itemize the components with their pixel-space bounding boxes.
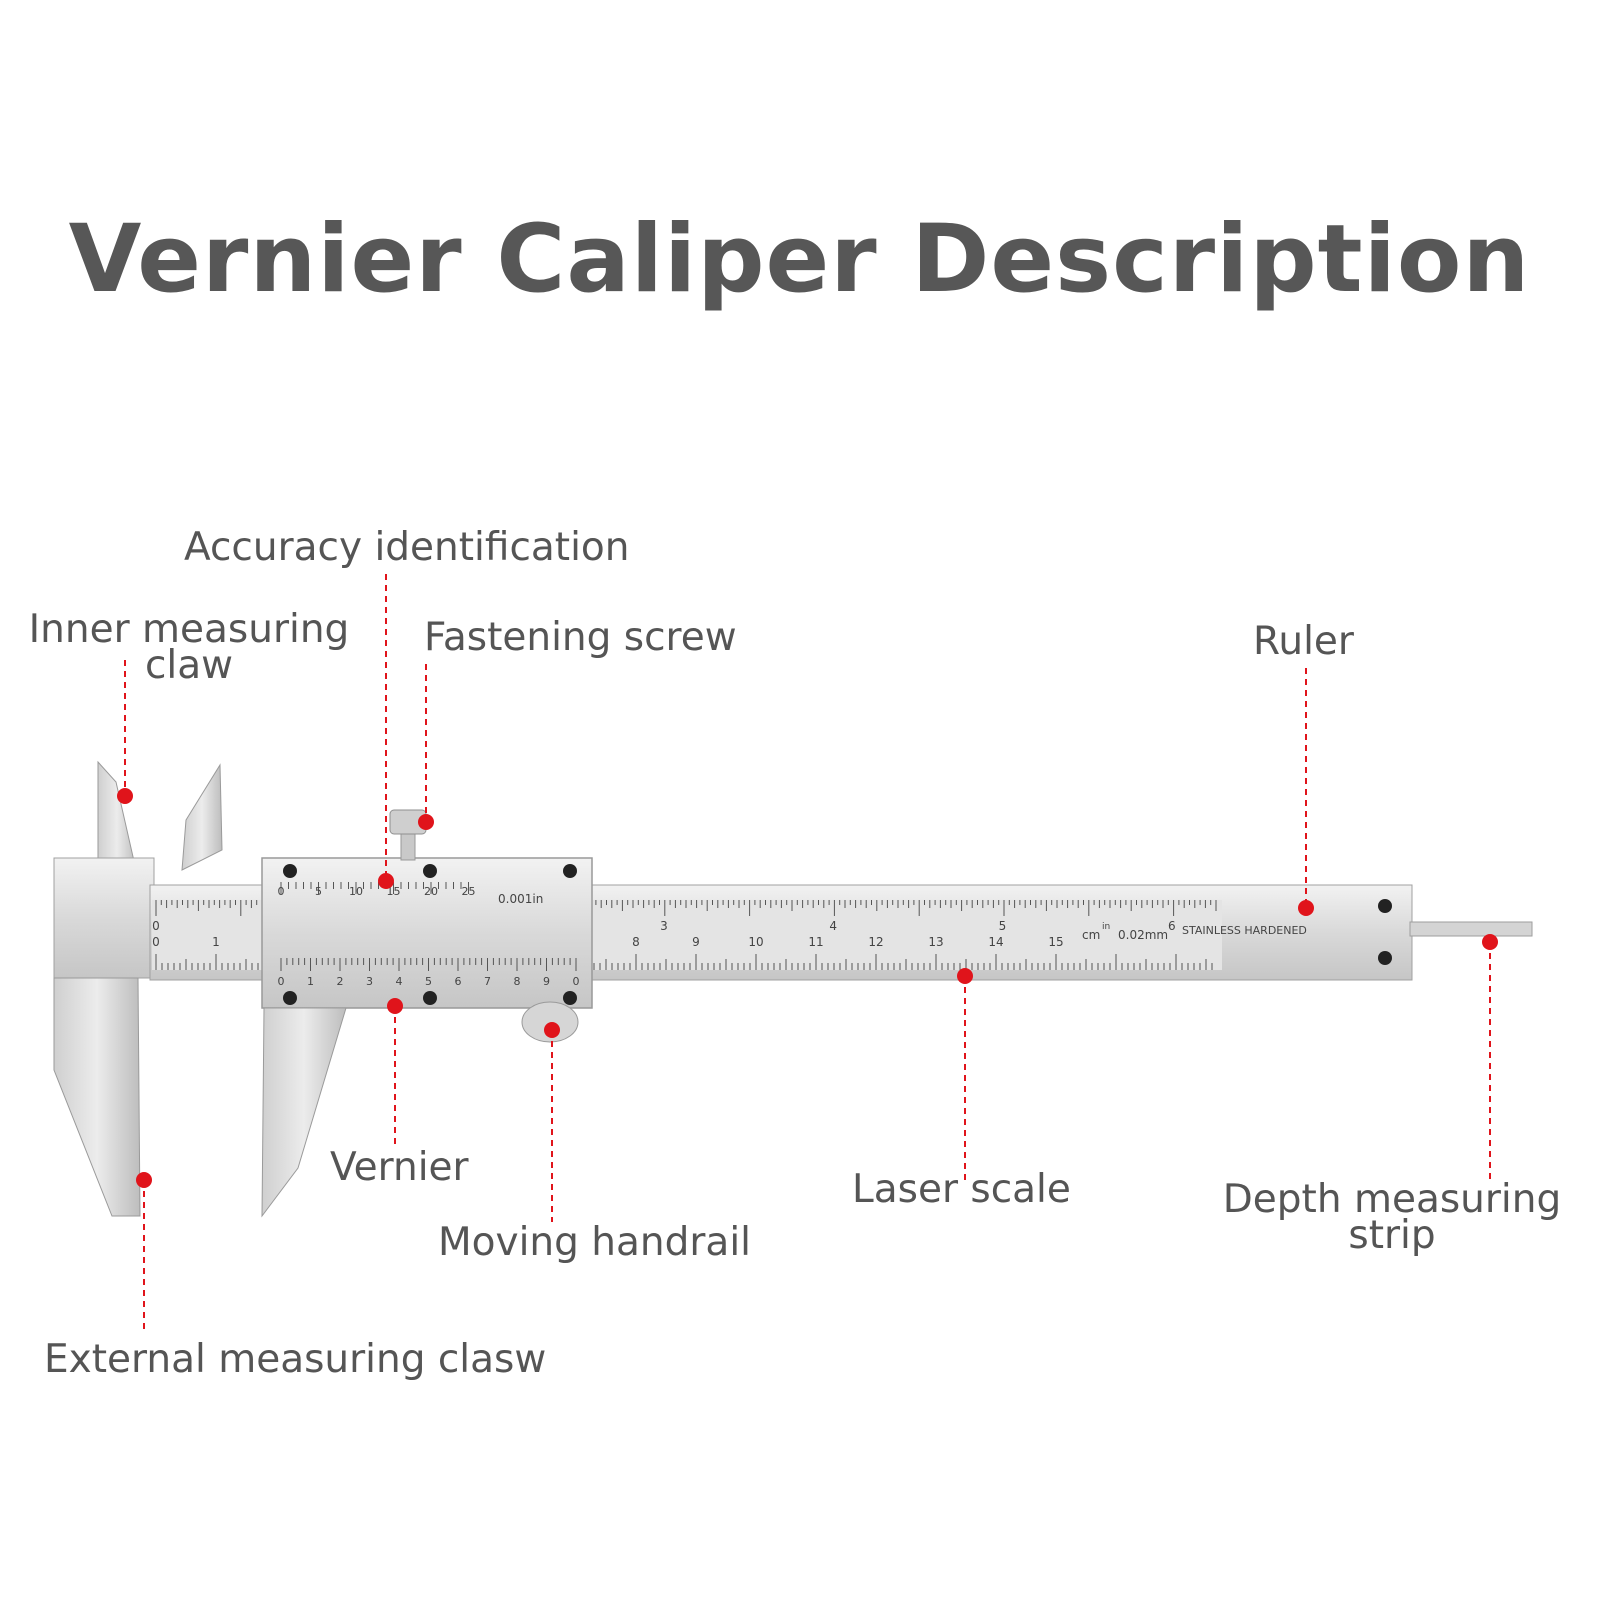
marker-fastening — [418, 814, 434, 830]
cm-number: 9 — [692, 935, 700, 949]
vernier-top-number: 25 — [462, 885, 476, 898]
vernier-top-number: 5 — [315, 885, 322, 898]
inch-number: 0 — [152, 919, 160, 933]
inner-moving-claw — [181, 763, 223, 871]
label-fastening-screw: Fastening screw — [424, 615, 737, 660]
vernier-bottom-number: 6 — [455, 975, 462, 988]
inner-fixed-claw — [97, 760, 137, 871]
marker-external — [136, 1172, 152, 1188]
label-moving-handrail: Moving handrail — [438, 1220, 751, 1265]
vernier-ticks: 0 5 10 15 20 25 0 1 2 3 4 5 6 7 8 9 0 — [278, 882, 580, 988]
label-inner-line1: Inner measuring — [28, 607, 350, 652]
page-title: Vernier Caliper Description — [68, 205, 1531, 314]
marker-depth — [1482, 934, 1498, 950]
inch-unit-mark: in — [1102, 922, 1110, 932]
vernier-top-number: 0 — [278, 885, 285, 898]
rivet — [423, 991, 437, 1005]
label-depth-measuring-strip: Depth measuring strip — [1218, 1177, 1566, 1258]
rivet — [283, 991, 297, 1005]
marker-inner — [117, 788, 133, 804]
label-depth-line1: Depth measuring — [1222, 1177, 1562, 1222]
external-fixed-jaw — [53, 977, 141, 1217]
cm-number: 8 — [632, 935, 640, 949]
vernier-slider — [261, 857, 593, 1009]
marker-handrail — [544, 1022, 560, 1038]
vernier-bottom-number: 1 — [307, 975, 314, 988]
cm-unit-mark: cm — [1082, 928, 1100, 942]
label-laser-scale: Laser scale — [852, 1167, 1071, 1212]
inch-number: 6 — [1168, 919, 1176, 933]
cm-number: 12 — [868, 935, 883, 949]
vernier-bottom-number: 8 — [514, 975, 521, 988]
rivet — [563, 991, 577, 1005]
label-inner-line2: claw — [144, 643, 234, 688]
vernier-bottom-number: 7 — [484, 975, 491, 988]
vernier-bottom-number: 3 — [366, 975, 373, 988]
vernier-top-number: 15 — [387, 885, 401, 898]
vernier-top-number: 10 — [349, 885, 363, 898]
vernier-bottom-number: 0 — [278, 975, 285, 988]
vernier-top-number: 20 — [424, 885, 438, 898]
moving-handrail-wheel — [521, 1001, 579, 1043]
cm-number: 15 — [1048, 935, 1063, 949]
depth-strip — [1409, 921, 1533, 937]
vernier-bottom-number: 5 — [425, 975, 432, 988]
marker-accuracy — [378, 873, 394, 889]
vernier-bottom-number: 4 — [396, 975, 403, 988]
rivet — [1378, 899, 1392, 913]
external-moving-jaw — [261, 1007, 347, 1218]
cm-number: 1 — [212, 935, 220, 949]
inch-number: 3 — [660, 919, 668, 933]
cm-number: 0 — [152, 935, 160, 949]
fixed-jaw-body — [53, 857, 155, 979]
inch-precision-mark: 0.001in — [498, 892, 543, 906]
cm-number: 11 — [808, 935, 823, 949]
label-ruler: Ruler — [1253, 619, 1354, 664]
rivet — [1378, 951, 1392, 965]
label-vernier: Vernier — [330, 1145, 469, 1190]
cm-number: 14 — [988, 935, 1003, 949]
label-external-measuring-clasw: External measuring clasw — [44, 1337, 547, 1382]
mm-precision-mark: 0.02mm — [1118, 928, 1168, 942]
cm-number: 10 — [748, 935, 763, 949]
inch-number: 5 — [999, 919, 1007, 933]
label-depth-line2: strip — [1348, 1213, 1436, 1258]
material-mark: STAINLESS HARDENED — [1182, 924, 1307, 937]
rivet — [423, 864, 437, 878]
rivet — [563, 864, 577, 878]
vernier-bottom-number: 9 — [543, 975, 550, 988]
marker-vernier — [387, 998, 403, 1014]
inch-number: 4 — [829, 919, 837, 933]
label-inner-measuring-claw: Inner measuring claw — [24, 607, 354, 688]
marker-laser — [957, 968, 973, 984]
marker-ruler — [1298, 900, 1314, 916]
rivet — [283, 864, 297, 878]
label-accuracy-identification: Accuracy identification — [184, 525, 630, 570]
vernier-bottom-number: 0 — [573, 975, 580, 988]
vernier-bottom-number: 2 — [337, 975, 344, 988]
cm-number: 13 — [928, 935, 943, 949]
